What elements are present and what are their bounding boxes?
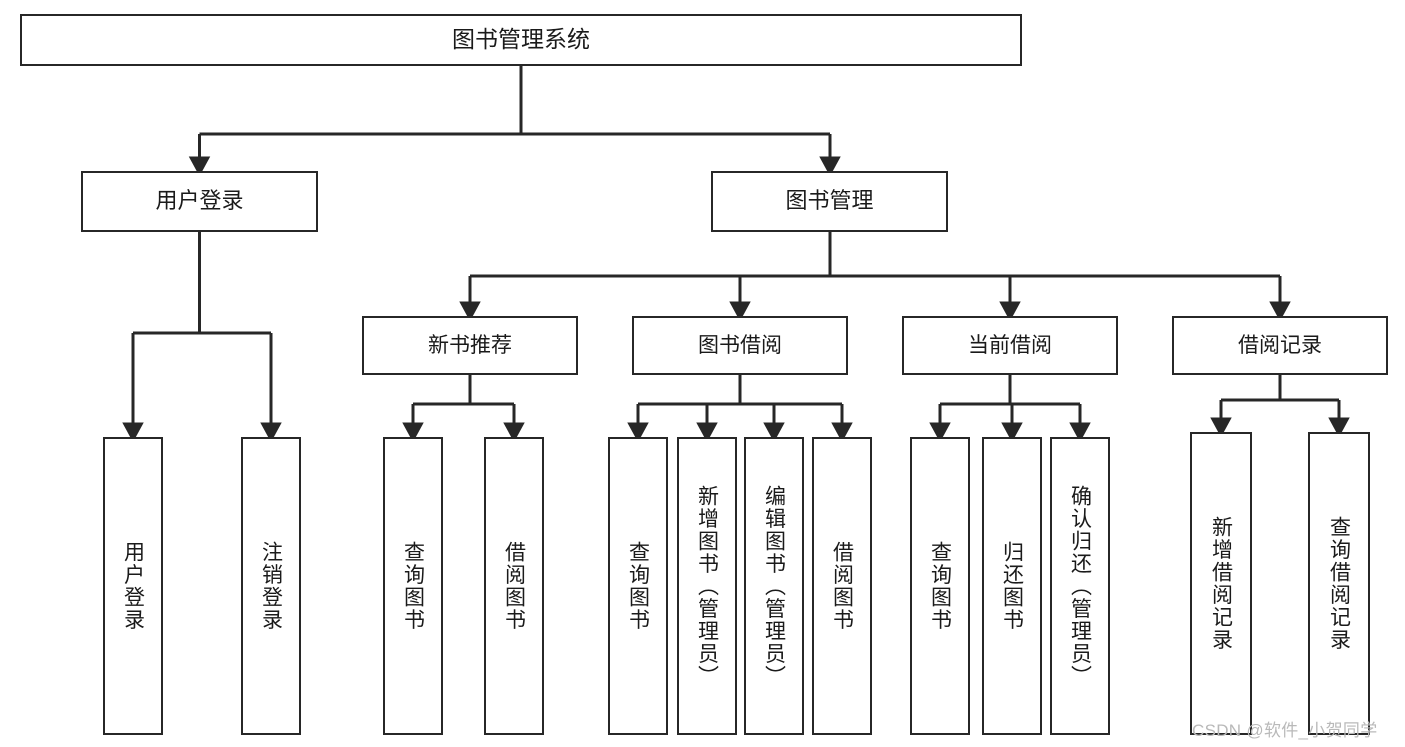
node-leaf-add-record[interactable]: 新增借阅记录 — [1190, 432, 1252, 735]
node-leaf-confirm-return-label: 确认归还（管理员） — [1068, 484, 1092, 688]
node-leaf-borrow-book-2[interactable]: 借阅图书 — [812, 437, 872, 735]
node-new-book-recommend-label: 新书推荐 — [428, 333, 512, 357]
node-borrow-record-label: 借阅记录 — [1238, 333, 1322, 357]
node-leaf-borrow-book-2-label: 借阅图书 — [830, 541, 854, 631]
node-leaf-logout[interactable]: 注销登录 — [241, 437, 301, 735]
node-leaf-user-login-label: 用户登录 — [121, 541, 145, 631]
node-new-book-recommend[interactable]: 新书推荐 — [362, 316, 578, 375]
node-leaf-user-login[interactable]: 用户登录 — [103, 437, 163, 735]
node-book-borrow-label: 图书借阅 — [698, 333, 782, 357]
node-root[interactable]: 图书管理系统 — [20, 14, 1022, 66]
node-leaf-query-book-2-label: 查询图书 — [626, 541, 650, 631]
node-leaf-add-record-label: 新增借阅记录 — [1209, 516, 1233, 651]
node-leaf-query-record[interactable]: 查询借阅记录 — [1308, 432, 1370, 735]
node-leaf-edit-book[interactable]: 编辑图书（管理员） — [744, 437, 804, 735]
node-root-label: 图书管理系统 — [452, 26, 590, 53]
node-leaf-query-record-label: 查询借阅记录 — [1327, 516, 1351, 651]
node-user-login-label: 用户登录 — [155, 188, 244, 214]
node-leaf-confirm-return[interactable]: 确认归还（管理员） — [1050, 437, 1110, 735]
node-book-management-label: 图书管理 — [785, 188, 874, 214]
node-leaf-query-book-3[interactable]: 查询图书 — [910, 437, 970, 735]
node-leaf-add-book[interactable]: 新增图书（管理员） — [677, 437, 737, 735]
node-leaf-borrow-book-1[interactable]: 借阅图书 — [484, 437, 544, 735]
node-book-borrow[interactable]: 图书借阅 — [632, 316, 848, 375]
node-user-login[interactable]: 用户登录 — [81, 171, 318, 232]
node-leaf-query-book-1-label: 查询图书 — [401, 541, 425, 631]
node-leaf-edit-book-label: 编辑图书（管理员） — [762, 484, 786, 688]
node-current-borrow[interactable]: 当前借阅 — [902, 316, 1118, 375]
node-current-borrow-label: 当前借阅 — [968, 333, 1052, 357]
node-leaf-query-book-3-label: 查询图书 — [928, 541, 952, 631]
node-leaf-query-book-2[interactable]: 查询图书 — [608, 437, 668, 735]
node-leaf-add-book-label: 新增图书（管理员） — [695, 484, 719, 688]
node-leaf-borrow-book-1-label: 借阅图书 — [502, 541, 526, 631]
node-leaf-logout-label: 注销登录 — [259, 541, 283, 631]
node-book-management[interactable]: 图书管理 — [711, 171, 948, 232]
node-leaf-return-book-label: 归还图书 — [1000, 541, 1024, 631]
node-borrow-record[interactable]: 借阅记录 — [1172, 316, 1388, 375]
node-leaf-query-book-1[interactable]: 查询图书 — [383, 437, 443, 735]
node-leaf-return-book[interactable]: 归还图书 — [982, 437, 1042, 735]
